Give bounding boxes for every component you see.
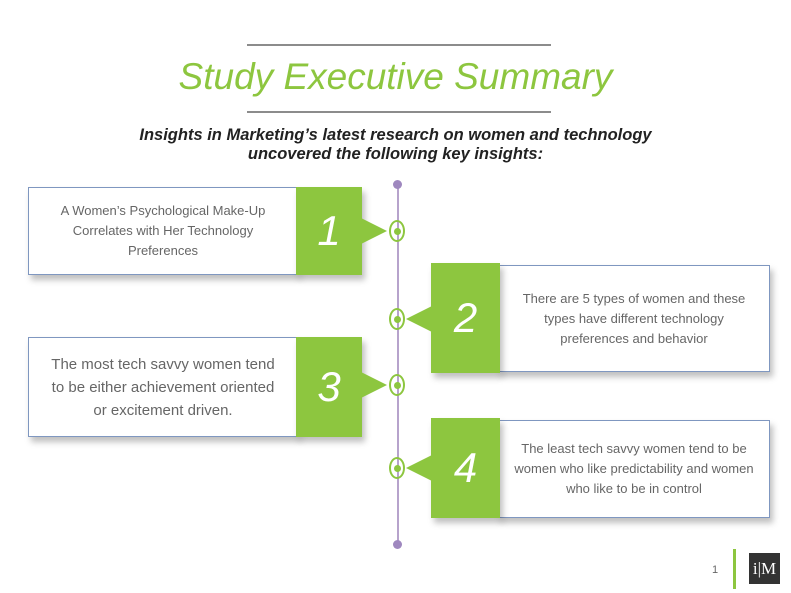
insight-3-number: 3 — [296, 337, 362, 437]
timeline-line — [397, 184, 399, 546]
insight-4-number: 4 — [431, 418, 500, 518]
im-logo: i|M — [749, 553, 780, 584]
insight-2-arrow — [406, 306, 432, 332]
insight-3-arrow — [361, 372, 387, 398]
timeline-node-2 — [389, 308, 405, 330]
timeline-node-1 — [389, 220, 405, 242]
insight-4-arrow — [406, 455, 432, 481]
insight-2-text: There are 5 types of women and these typ… — [522, 290, 746, 346]
timeline-start-dot — [393, 180, 402, 189]
insight-1-text: A Women’s Psychological Make-Up Correlat… — [60, 203, 266, 258]
subtitle-line-1: Insights in Marketing’s latest research … — [139, 126, 652, 144]
insight-4-box: The least tech savvy women tend to be wo… — [498, 420, 770, 518]
title-rule-top — [247, 44, 551, 46]
page-title: Study Executive Summary — [178, 56, 613, 97]
insight-3-text: The most tech savvy women tend to be eit… — [51, 355, 275, 419]
subtitle-line-2: uncovered the following key insights: — [247, 145, 544, 163]
insight-1-box: A Women’s Psychological Make-Up Correlat… — [28, 187, 298, 275]
timeline-node-4 — [389, 457, 405, 479]
insight-1-number: 1 — [296, 187, 362, 275]
insight-1-arrow — [361, 218, 387, 244]
title-rule-bottom — [247, 111, 551, 113]
page-number: 1 — [712, 564, 719, 576]
insight-2-box: There are 5 types of women and these typ… — [498, 265, 770, 372]
footer-divider — [733, 549, 736, 589]
insight-4-text: The least tech savvy women tend to be wo… — [514, 441, 754, 496]
insight-2-number: 2 — [431, 263, 500, 373]
insight-3-box: The most tech savvy women tend to be eit… — [28, 337, 298, 437]
timeline-node-3 — [389, 374, 405, 396]
subtitle: Insights in Marketing’s latest research … — [0, 126, 791, 164]
timeline-end-dot — [393, 540, 402, 549]
